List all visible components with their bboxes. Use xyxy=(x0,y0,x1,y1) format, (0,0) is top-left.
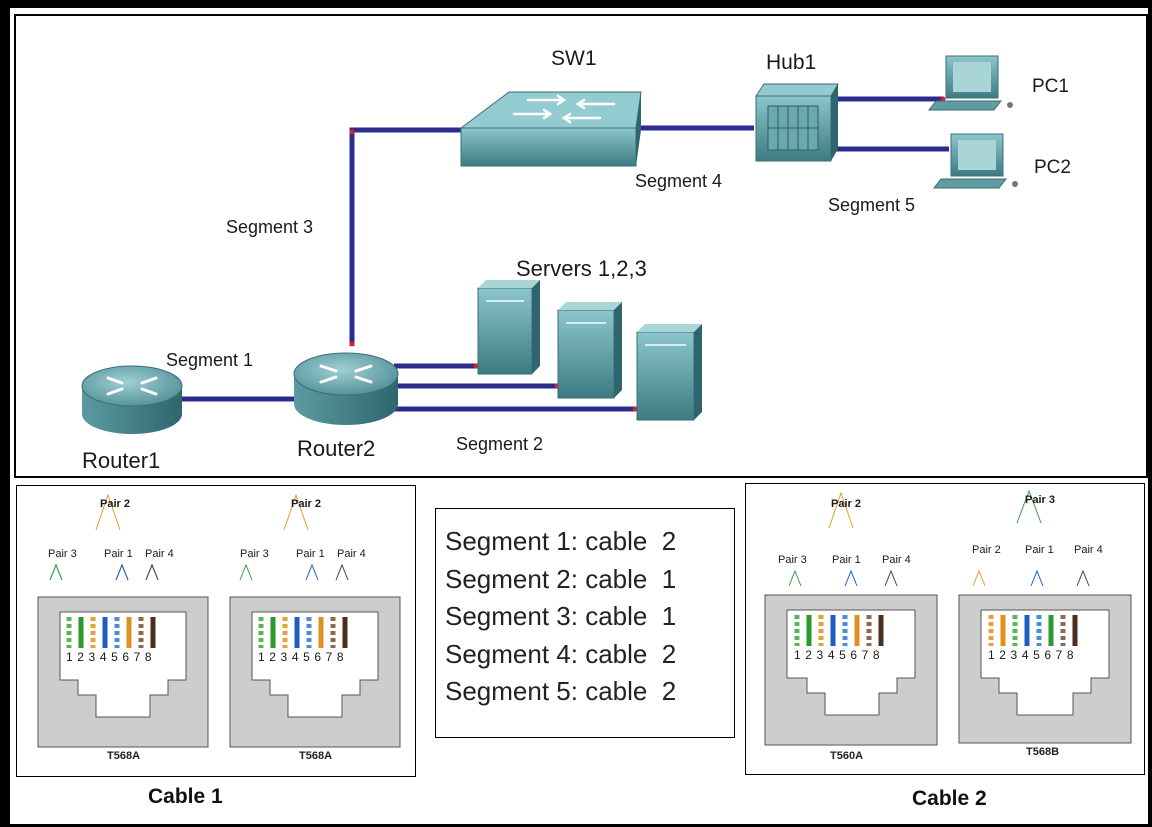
pc2-label: PC2 xyxy=(1034,157,1071,178)
c1-right-pair1-label: Pair 1 xyxy=(296,548,325,560)
server-1-icon[interactable] xyxy=(477,280,540,375)
c1-right-pair4-label: Pair 4 xyxy=(337,548,366,560)
router1-icon[interactable] xyxy=(81,365,183,434)
cable-1-panel: Pair 2 Pair 3 Pair 1 Pair 4 Pair 2 Pair … xyxy=(16,485,416,777)
c2-left-pair4-label: Pair 4 xyxy=(882,554,911,566)
c2-right-pin-numbers: 12345678 xyxy=(988,648,1079,662)
c2-left-pair1-label: Pair 1 xyxy=(832,554,861,566)
router2-icon[interactable] xyxy=(293,352,399,425)
c2-left-pair3-label: Pair 3 xyxy=(778,554,807,566)
segment-2-label: Segment 2 xyxy=(456,434,544,454)
c1-right-pair3-label: Pair 3 xyxy=(240,548,269,560)
cable-1-left-standard: T568A xyxy=(107,750,141,762)
pc2-icon[interactable] xyxy=(932,133,1018,189)
cable-2-panel: Pair 2 Pair 3 Pair 1 Pair 4 Pair 3 Pair … xyxy=(745,483,1145,775)
segment-4-cable xyxy=(635,125,754,131)
segment-3-label: Segment 3 xyxy=(226,217,314,237)
cable-1-right-connector xyxy=(145,493,401,748)
pc1-icon[interactable] xyxy=(927,55,1013,111)
cable-2-left-standard: T560A xyxy=(830,750,864,762)
sw1-switch-icon[interactable] xyxy=(459,91,642,167)
c1-left-pair2-label: Pair 2 xyxy=(100,498,130,510)
segment-5-cables xyxy=(831,96,949,152)
cable-2-left-connector xyxy=(764,491,938,746)
segment-1-label: Segment 1 xyxy=(166,350,254,370)
c2-right-pair2-label: Pair 2 xyxy=(972,544,1001,556)
segment-3-cable xyxy=(349,127,466,347)
mapping-line-1: Segment 1: cable 2 xyxy=(445,526,677,556)
pc1-label: PC1 xyxy=(1032,76,1069,97)
segment-4-label: Segment 4 xyxy=(635,171,723,191)
mapping-line-4: Segment 4: cable 2 xyxy=(445,638,677,669)
c1-left-pair3-label: Pair 3 xyxy=(48,548,77,560)
c2-left-pin-numbers: 12345678 xyxy=(794,648,885,662)
mapping-line-2: Segment 2: cable 1 xyxy=(445,563,677,594)
topology-drawing xyxy=(81,55,1018,434)
segment-5-label: Segment 5 xyxy=(828,195,916,215)
c1-left-pair4-label: Pair 4 xyxy=(145,548,174,560)
c1-right-pin-numbers: 12345678 xyxy=(258,650,349,664)
sw1-label: SW1 xyxy=(551,47,597,70)
cable-1-right-standard: T568A xyxy=(299,750,333,762)
segment-cable-mapping: Segment 1: cable 2 Segment 2: cable 1 Se… xyxy=(435,508,735,738)
segment-2-cables xyxy=(394,363,638,412)
c2-left-pair2-label: Pair 2 xyxy=(831,498,861,510)
c1-right-pair2-label: Pair 2 xyxy=(291,498,321,510)
c1-left-pin-numbers: 12345678 xyxy=(66,650,157,664)
server-2-icon[interactable] xyxy=(557,302,622,399)
server-3-icon[interactable] xyxy=(636,324,702,421)
cable-2-right-connector xyxy=(958,489,1132,744)
cable-2-right-standard: T568B xyxy=(1026,746,1060,758)
cable-2-connectors xyxy=(764,489,1132,746)
servers-label: Servers 1,2,3 xyxy=(516,256,647,281)
hub1-icon[interactable] xyxy=(755,83,839,162)
network-topology-panel: SW1 Hub1 PC1 PC2 Servers 1,2,3 Router1 R… xyxy=(14,14,1148,478)
router2-label: Router2 xyxy=(297,436,376,461)
router1-label: Router1 xyxy=(82,448,161,473)
cable-2-title: Cable 2 xyxy=(912,787,987,810)
c2-right-pair4-label: Pair 4 xyxy=(1074,544,1103,556)
c1-left-pair1-label: Pair 1 xyxy=(104,548,133,560)
cable-1-left-connector xyxy=(37,493,209,748)
cable-1-title: Cable 1 xyxy=(148,785,223,808)
mapping-line-3: Segment 3: cable 1 xyxy=(445,601,677,631)
c2-right-pair1-label: Pair 1 xyxy=(1025,544,1054,556)
mapping-line-5: Segment 5: cable 2 xyxy=(445,676,677,706)
hub1-label: Hub1 xyxy=(766,51,817,74)
c2-right-pair3-label: Pair 3 xyxy=(1025,494,1055,506)
cable-1-connectors xyxy=(37,493,401,748)
